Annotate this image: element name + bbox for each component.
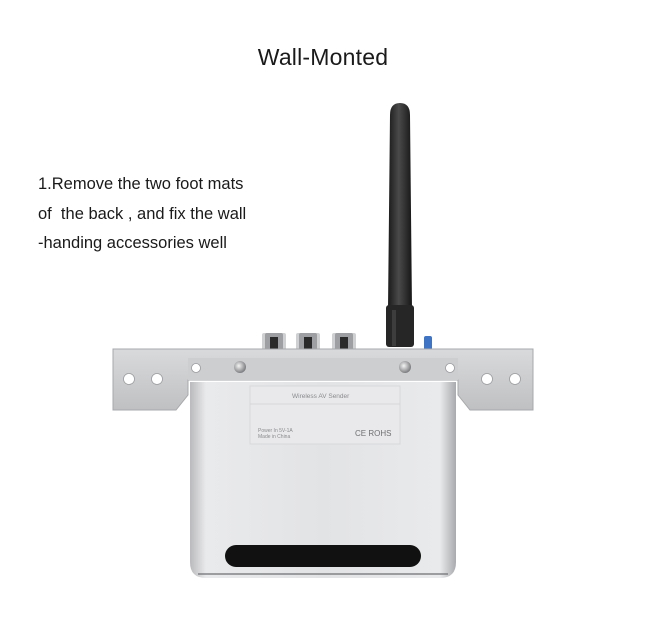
instruction-line-2: of the back , and fix the wall — [38, 204, 247, 223]
wall-bracket — [112, 348, 534, 411]
front-slot — [225, 545, 421, 567]
device-label-panel — [249, 385, 401, 445]
channel-switch — [424, 336, 432, 350]
device-origin-text: Made in China — [258, 434, 291, 440]
instruction-line-3: -handing accessories well — [38, 234, 227, 252]
antenna — [386, 103, 414, 347]
rca-connector-1 — [262, 333, 286, 351]
page-title: Wall-Monted — [257, 44, 389, 70]
device-power-text: Power In 5V-1A — [258, 428, 293, 434]
instruction-text: 1.Remove the two foot mats of the back ,… — [38, 170, 338, 259]
rca-connector-2 — [296, 333, 320, 351]
device-label-text: Wireless AV Sender — [292, 393, 350, 400]
device-cert-text: CE ROHS — [355, 429, 392, 438]
rca-connector-3 — [332, 333, 356, 351]
instruction-line-1: 1.Remove the two foot mats — [38, 175, 244, 193]
